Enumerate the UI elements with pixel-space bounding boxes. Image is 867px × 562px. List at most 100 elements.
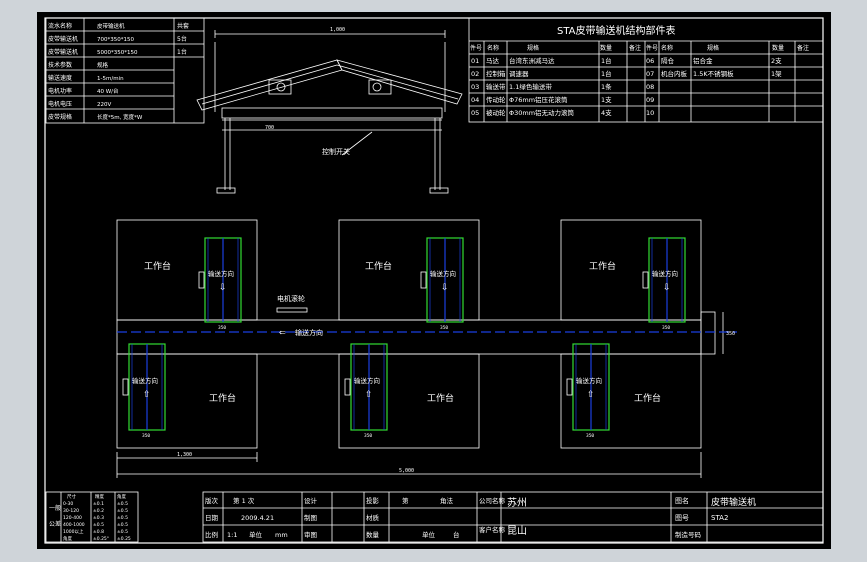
parts-cell: 1架 [771,70,782,78]
parts-cell: 07 [646,70,654,78]
feeder-conveyors: 输送方向⇩350输送方向⇩350输送方向⇩350输送方向⇧350输送方向⇧350… [122,237,686,439]
unit-value: mm [275,531,288,539]
control-switch-label: 控制开关 [322,147,350,156]
tolerance-title: 公差 [49,520,61,528]
parts-cell: 02 [471,70,479,78]
parts-cell: 1台 [601,69,612,78]
spec-row-extra: 共套 [177,22,189,30]
material-label: 材质 [366,513,380,522]
workstation-label-3: 工作台 [589,260,616,272]
feeder-direction-label: 输送方向 [430,269,456,278]
workstation-label-2: 工作台 [365,260,392,272]
tolerance-rows: 一般公差尺寸精度角度0-30±0.1±0.530-120±0.2±0.5120-… [49,493,131,542]
tolerance-cell: 0-30 [63,501,73,507]
parts-header: 名称 [661,44,673,52]
direction-arrow-icon: ⇩ [663,283,671,293]
tolerance-cell: 角度 [63,535,72,542]
main-direction-label: 输送方向 [295,328,323,337]
feeder-conveyor [642,237,686,323]
spec-row-label: 皮带规格 [48,113,72,121]
review-label: 审图 [304,530,317,539]
plan-view: 输送方向⇩350输送方向⇩350输送方向⇩350输送方向⇧350输送方向⇧350… [116,219,737,478]
design-label: 设计 [304,496,318,505]
drawing-name-label: 图名 [675,496,689,505]
feeder-dim-width: 350 [218,325,226,331]
dim-main-width: 350 [726,331,735,337]
scale-value: 1:1 [227,531,237,539]
workstation-label-1: 工作台 [144,260,171,272]
version-value: 第 1 次 [233,496,255,505]
parts-header: 备注 [797,44,809,52]
tolerance-cell: ±0.5 [117,522,128,528]
spec-row-value: 规格 [97,61,109,69]
spec-row-extra: 5台 [177,35,187,43]
projection-label: 投影 [366,496,380,505]
direction-arrow-icon: ⇧ [143,390,151,400]
feeder-direction-label: 输送方向 [354,376,380,385]
tolerance-cell: ±0.25° [93,536,109,542]
tolerance-cell: ±0.5 [93,522,104,528]
parts-cell: 机台内板 [661,69,688,78]
feeder-dim-width: 350 [364,433,372,439]
spec-row-value: 1-5m/min [97,76,124,82]
parts-header: 规格 [707,44,719,52]
tolerance-cell: ±0.5 [117,529,128,535]
tolerance-cell: 30-120 [63,508,79,514]
parts-cell: 01 [471,57,479,65]
tolerance-cell: ±0.25 [117,536,131,542]
parts-cell: Φ76mm铝压花滚筒 [509,95,568,104]
tolerance-cell: ±0.2 [93,508,104,514]
maker-label: 制造号码 [675,530,702,539]
tolerance-title: 一般 [49,504,61,512]
tolerance-cell: 1000以上 [63,528,84,535]
quantity-label: 数量 [366,530,380,539]
motor-roller-label: 电机滚轮 [277,294,305,303]
parts-cell: 2支 [771,56,782,65]
date-label: 日期 [205,514,219,522]
parts-header: 规格 [527,44,539,52]
side-view-labels: 1,000 700 控制开关 [265,27,350,156]
parts-cell: 05 [471,109,479,117]
feeder-dim-width: 350 [440,325,448,331]
side-view [196,30,463,194]
client-label: 客户名称 [479,525,506,534]
feeder-dim-width: 350 [142,433,150,439]
parts-header: 名称 [487,44,499,52]
spec-row-value: 220V [97,102,111,108]
parts-cell: 传动轮 [486,95,506,104]
parts-cell: 隔仓 [661,56,675,65]
date-value: 2009.4.21 [241,514,274,522]
side-bottom-dim: 700 [265,125,274,131]
feeder-direction-label: 输送方向 [576,376,602,385]
spec-row-label: 电机功率 [48,87,72,95]
direction-arrow-icon: ⇧ [365,390,373,400]
spec-row-value: 5000*350*150 [97,50,138,56]
parts-header: 数量 [600,44,612,52]
tolerance-cell: 400-1000 [63,522,85,528]
parts-cell: 输送带 [486,82,506,91]
parts-header: 数量 [772,44,784,52]
spec-row-value: 40 W/台 [97,87,119,95]
feeder-conveyor [198,237,242,323]
tolerance-cell: ±0.5 [117,501,128,507]
feeder-dim-width: 350 [586,433,594,439]
spec-row-label: 输送速度 [48,74,72,82]
version-label: 版次 [205,496,219,505]
parts-cell: 09 [646,96,654,104]
direction-arrow-icon: ⇩ [441,283,449,293]
draw-label: 制图 [304,513,317,522]
dim-seg: 1,300 [177,452,192,458]
drawing-no-label: 图号 [675,514,689,522]
tolerance-cell: ±0.5 [117,508,128,514]
workstation-label-6: 工作台 [634,392,661,404]
tolerance-header: 角度 [117,493,126,500]
parts-cell: 被动轮 [486,108,506,117]
parts-cell: 10 [646,109,654,117]
parts-cell: Φ30mm铝无动力滚筒 [509,108,575,117]
parts-cell: 1台 [601,56,612,65]
parts-cell: 03 [471,83,479,91]
